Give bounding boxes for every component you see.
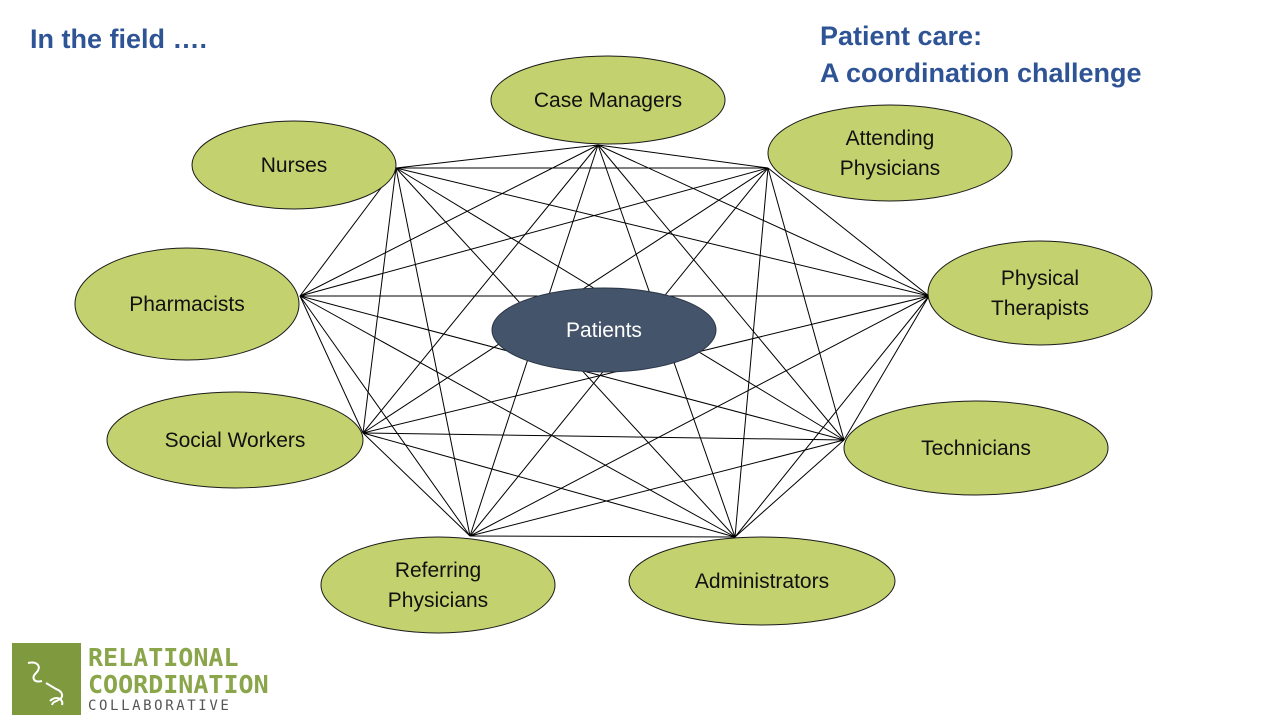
edge-technicians-administrators bbox=[734, 439, 845, 538]
organization-logo: RELATIONAL COORDINATION COLLABORATIVE bbox=[12, 643, 269, 715]
edge-case-managers-pharmacists bbox=[299, 144, 599, 297]
node-label-pharmacists: Pharmacists bbox=[129, 293, 245, 316]
edge-case-managers-nurses bbox=[395, 144, 599, 169]
node-shape-pharmacists bbox=[74, 247, 300, 361]
edge-administrators-referring-physicians bbox=[469, 535, 736, 538]
edge-technicians-social-workers bbox=[362, 432, 845, 441]
node-label-technicians: Technicians bbox=[921, 437, 1031, 460]
node-shape-physical-therapists bbox=[927, 240, 1153, 346]
slide-title: In the field …. bbox=[30, 24, 208, 54]
edge-physical-therapists-administrators bbox=[734, 295, 930, 538]
edge-case-managers-technicians bbox=[597, 144, 845, 441]
node-shape-social-workers bbox=[106, 391, 364, 489]
node-shape-nurses bbox=[191, 120, 397, 210]
edge-administrators-pharmacists bbox=[299, 295, 736, 538]
logo-line-1: RELATIONAL bbox=[88, 643, 239, 672]
node-nurses: Nurses bbox=[191, 120, 397, 210]
node-administrators: Administrators bbox=[628, 536, 896, 626]
node-shape-referring-physicians bbox=[320, 536, 556, 634]
edge-physical-therapists-technicians bbox=[843, 295, 930, 441]
edge-attending-physicians-pharmacists bbox=[299, 167, 769, 297]
logo-symbol-icon bbox=[27, 661, 64, 706]
edge-administrators-social-workers bbox=[362, 432, 736, 538]
logo-mark bbox=[12, 643, 81, 715]
edge-physical-therapists-referring-physicians bbox=[469, 295, 930, 537]
edge-case-managers-attending-physicians bbox=[597, 144, 769, 169]
edge-attending-physicians-administrators bbox=[734, 167, 769, 538]
node-shape-attending-physicians bbox=[767, 104, 1013, 202]
edge-attending-physicians-physical-therapists bbox=[767, 167, 930, 297]
node-case-managers: Case Managers bbox=[490, 55, 726, 145]
node-pharmacists: Pharmacists bbox=[74, 247, 300, 361]
edge-referring-physicians-nurses bbox=[395, 167, 471, 537]
edge-physical-therapists-nurses bbox=[395, 167, 930, 297]
node-shape-technicians bbox=[843, 400, 1109, 496]
slide-subtitle: Patient care: A coordination challenge bbox=[820, 18, 1142, 92]
edge-referring-physicians-social-workers bbox=[362, 432, 471, 537]
edge-attending-physicians-technicians bbox=[767, 167, 845, 441]
edge-social-workers-nurses bbox=[362, 167, 397, 434]
subtitle-line-1: Patient care: bbox=[820, 21, 983, 51]
patients-node-shape bbox=[491, 287, 717, 373]
edge-technicians-referring-physicians bbox=[469, 439, 845, 537]
node-shape-case-managers bbox=[490, 55, 726, 145]
node-label-nurses: Nurses bbox=[261, 154, 328, 177]
node-shape-administrators bbox=[628, 536, 896, 626]
node-label-social-workers: Social Workers bbox=[165, 429, 306, 452]
node-technicians: Technicians bbox=[843, 400, 1109, 496]
edge-pharmacists-nurses bbox=[299, 167, 397, 297]
node-label-case-managers: Case Managers bbox=[534, 89, 682, 112]
node-label-administrators: Administrators bbox=[695, 570, 829, 593]
center-node: Patients bbox=[491, 287, 717, 373]
logo-line-3: COLLABORATIVE bbox=[88, 698, 232, 714]
subtitle-line-2: A coordination challenge bbox=[820, 58, 1142, 88]
patients-node-label: Patients bbox=[566, 319, 642, 342]
edge-case-managers-social-workers bbox=[362, 144, 599, 434]
logo-line-2: COORDINATION bbox=[88, 670, 269, 699]
edge-referring-physicians-pharmacists bbox=[299, 295, 471, 537]
node-social-workers: Social Workers bbox=[106, 391, 364, 489]
edge-social-workers-pharmacists bbox=[299, 295, 364, 434]
